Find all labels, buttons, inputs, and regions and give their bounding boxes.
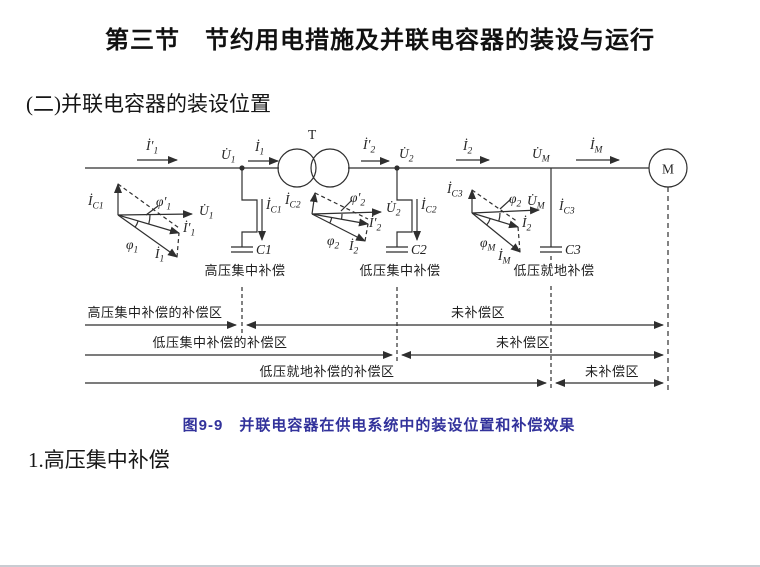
label-im-top: İM [590,137,603,156]
p1-label-i1-prime: İ′1 [183,220,196,239]
label-ic3-branch: İC3 [559,198,575,217]
p1-label-phi1: φ1 [126,237,139,256]
p2-label-i2: İ2 [349,238,359,257]
label-comp-c2: 低压集中补偿 [359,263,441,278]
label-ic2-branch: İC2 [421,197,437,216]
p1-label-ic1: İC1 [88,193,104,212]
p1-label-u1: U̇1 [199,203,214,222]
label-u1: U̇1 [221,147,236,166]
p3-label-i2: İ2 [522,215,532,234]
zone2-label-uncompensated: 未补偿区 [495,335,551,350]
main-bus [85,165,649,171]
capacitor-branch-c1 [231,168,266,333]
capacitor-c1-plates [231,246,253,253]
capacitor-branch-c2 [386,168,421,361]
label-i1-top: İ1 [255,139,265,158]
zone1-label-compensated: 高压集中补偿的补偿区 [87,305,223,320]
zone3-label-compensated: 低压就地补偿的补偿区 [259,364,395,379]
phasor-diagram-3 [468,189,540,253]
p3-label-im: İM [498,248,511,267]
capacitor-c2-plates [386,246,408,253]
phasor-diagram-1 [114,183,193,258]
label-c2: C2 [411,242,427,257]
label-comp-c1: 高压集中补偿 [204,263,286,278]
section-heading: (二)并联电容器的装设位置 [26,92,271,116]
label-ic1-branch: İC1 [266,197,282,216]
figure-caption: 图9-9 并联电容器在供电系统中的装设位置和补偿效果 [182,417,576,434]
page-title: 第三节 节约用电措施及并联电容器的装设与运行 [105,27,655,54]
p3-label-ic3: İC3 [447,181,463,200]
zone1-label-uncompensated: 未补偿区 [450,305,506,320]
capacitor-branch-c3 [540,168,562,389]
p2-label-ic2: İC2 [285,192,301,211]
p3-label-phiM: φM [480,235,496,254]
motor-symbol [648,148,688,390]
p3-label-um: U̇M [527,193,545,212]
subsection-heading: 1.高压集中补偿 [28,448,170,472]
current-arrows [137,156,620,165]
label-comp-c3: 低压就地补偿 [513,263,595,278]
p2-label-i2-prime: İ′2 [369,215,382,234]
transformer-symbol [277,148,350,188]
p2-label-phi2-prime: φ′2 [350,190,366,209]
zone-arrows [85,321,664,387]
phasor-diagram-2 [309,192,382,242]
label-motor: M [661,161,675,177]
label-transformer: T [308,127,317,142]
label-c3: C3 [565,242,581,257]
label-i1-prime-top: İ′1 [146,138,159,157]
p3-label-phi2: φ2 [509,191,522,210]
zone3-label-uncompensated: 未补偿区 [584,364,640,379]
p2-label-phi2: φ2 [327,233,340,252]
label-i2-top: İ2 [463,138,473,157]
zone2-label-compensated: 低压集中补偿的补偿区 [152,335,288,350]
label-u2: U̇2 [399,146,414,165]
p2-label-u2: U̇2 [386,200,401,219]
capacitor-c3-plates [540,246,562,253]
label-c1: C1 [256,242,272,257]
label-i2-prime-top: İ′2 [363,137,376,156]
p1-label-i1: İ1 [155,246,165,265]
label-um: U̇M [532,146,550,165]
p1-label-phi1-prime: φ′1 [156,194,172,213]
